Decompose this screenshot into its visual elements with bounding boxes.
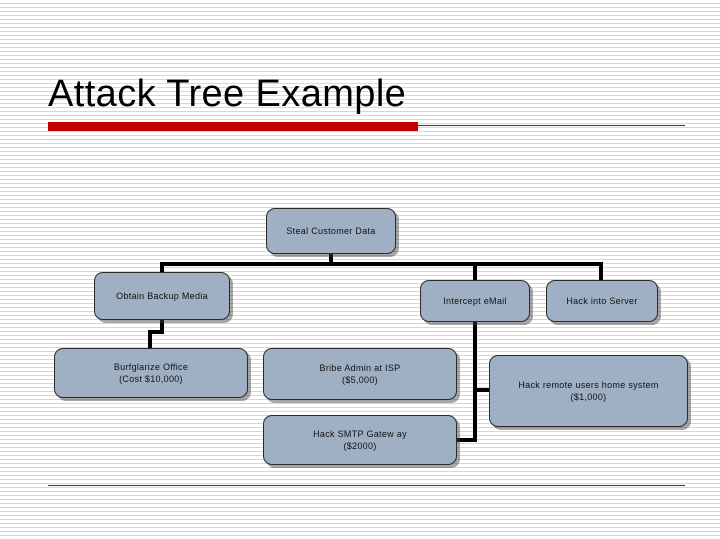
connector-to-email [473,262,477,282]
node-burglarize-office[interactable]: Burfglarize Office (Cost $10,000) [54,348,248,398]
connector-to-remote [473,388,491,392]
node-label: Bribe Admin at ISP ($5,000) [319,363,401,385]
node-obtain-backup-media[interactable]: Obtain Backup Media [94,272,230,320]
node-label: Intercept eMail [443,296,507,306]
connector-backup-jog [148,330,164,334]
footer-rule [48,485,685,486]
node-label: Hack remote users home system ($1,000) [518,380,659,402]
page-title: Attack Tree Example [48,73,407,115]
node-label: Burfglarize Office (Cost $10,000) [113,362,189,384]
connector-backup-drop [160,320,164,334]
connector-to-backup [160,262,164,274]
connector-email-to-bribe [473,322,477,350]
node-hack-into-server[interactable]: Hack into Server [546,280,658,322]
node-intercept-email[interactable]: Intercept eMail [420,280,530,322]
connector-bribe-bus [473,350,477,442]
connector-to-burglary [148,330,152,350]
node-label: Hack SMTP Gatew ay ($2000) [313,429,407,451]
node-hack-remote-users-home-system[interactable]: Hack remote users home system ($1,000) [489,355,688,427]
node-label: Obtain Backup Media [116,291,208,301]
node-label: Steal Customer Data [286,226,376,236]
connector-root-drop [329,254,333,264]
title-accent-bar [48,122,418,131]
connector-root-bus [160,262,603,266]
connector-to-server [599,262,603,282]
node-label: Hack into Server [566,296,638,306]
connector-to-smtp [455,438,477,442]
node-bribe-admin-at-isp[interactable]: Bribe Admin at ISP ($5,000) [263,348,457,400]
node-hack-smtp-gateway[interactable]: Hack SMTP Gatew ay ($2000) [263,415,457,465]
node-steal-customer-data[interactable]: Steal Customer Data [266,208,396,254]
